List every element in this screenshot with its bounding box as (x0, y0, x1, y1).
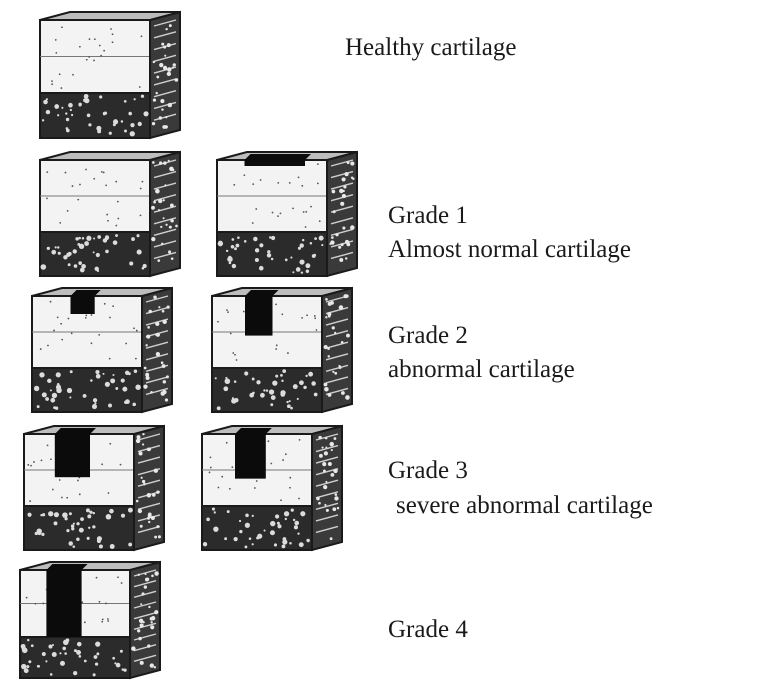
healthy-cartilage-block (38, 10, 188, 140)
grade4-title: Grade 4 (388, 614, 468, 646)
grade3-title: Grade 3 (388, 455, 468, 487)
grade1-block-b (215, 150, 365, 278)
grade4-block (18, 560, 168, 680)
grade3-subtitle: severe abnormal cartilage (396, 490, 653, 522)
grade2-title: Grade 2 (388, 320, 468, 352)
grade2-block-b (210, 286, 360, 414)
grade2-subtitle: abnormal cartilage (388, 354, 575, 386)
grade1-block-a (38, 150, 188, 278)
grade1-subtitle: Almost normal cartilage (388, 234, 631, 266)
grade3-block-b (200, 424, 350, 552)
grade2-block-a (30, 286, 180, 414)
grade1-title: Grade 1 (388, 200, 468, 232)
healthy-title: Healthy cartilage (345, 32, 516, 64)
grade3-block-a (22, 424, 172, 552)
